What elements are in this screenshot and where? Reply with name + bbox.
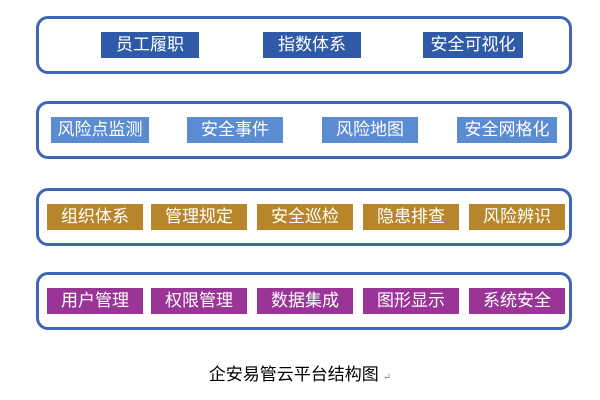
box-data-integration: 数据集成 bbox=[257, 288, 353, 314]
layer-second: 风险点监测 安全事件 风险地图 安全网格化 bbox=[36, 101, 572, 159]
diagram-caption: 企安易管云平台结构图↵ bbox=[0, 360, 600, 385]
box-risk-identification: 风险辨识 bbox=[469, 204, 565, 230]
box-safety-event: 安全事件 bbox=[187, 117, 283, 143]
box-system-security: 系统安全 bbox=[469, 288, 565, 314]
layer-top: 员工履职 指数体系 安全可视化 bbox=[36, 16, 572, 74]
box-risk-point-monitoring: 风险点监测 bbox=[51, 117, 149, 143]
box-safety-visualization: 安全可视化 bbox=[423, 32, 523, 58]
paragraph-mark-icon: ↵ bbox=[382, 372, 392, 383]
layer-third: 组织体系 管理规定 安全巡检 隐患排查 风险辨识 bbox=[36, 188, 572, 246]
box-employee-duty: 员工履职 bbox=[101, 32, 199, 58]
box-user-management: 用户管理 bbox=[47, 288, 143, 314]
box-permission-management: 权限管理 bbox=[151, 288, 247, 314]
box-safety-inspection: 安全巡检 bbox=[257, 204, 353, 230]
box-organization-system: 组织体系 bbox=[47, 204, 143, 230]
box-safety-grid: 安全网格化 bbox=[457, 117, 557, 143]
box-hazard-investigation: 隐患排查 bbox=[363, 204, 459, 230]
box-graphics-display: 图形显示 bbox=[363, 288, 459, 314]
box-risk-map: 风险地图 bbox=[322, 117, 418, 143]
box-index-system: 指数体系 bbox=[263, 32, 361, 58]
box-management-rules: 管理规定 bbox=[151, 204, 247, 230]
caption-text: 企安易管云平台结构图 bbox=[208, 365, 379, 385]
layer-bottom: 用户管理 权限管理 数据集成 图形显示 系统安全 bbox=[36, 272, 572, 330]
